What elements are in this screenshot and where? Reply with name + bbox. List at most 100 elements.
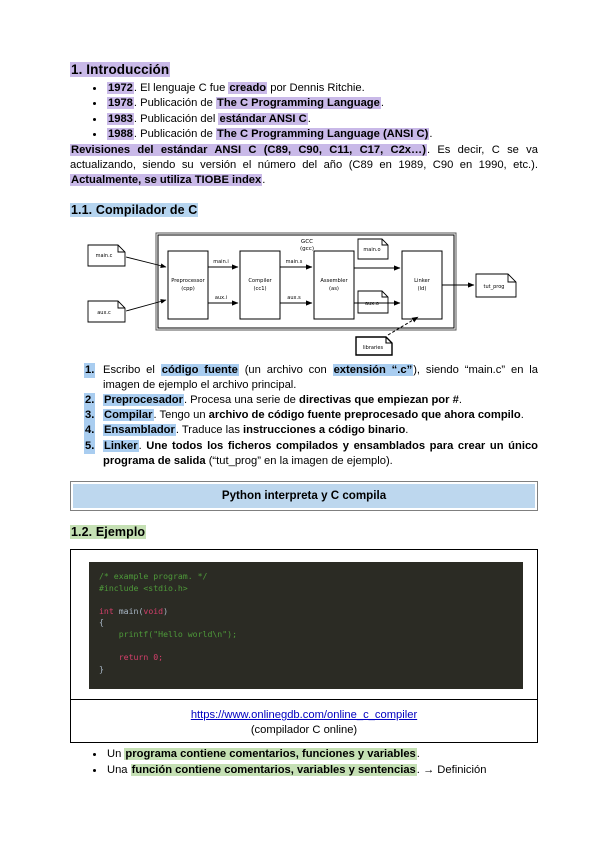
definition-emphasis: programa contiene comentarios, funciones… (124, 748, 417, 761)
compiler-link-row: https://www.onlinegdb.com/online_c_compi… (71, 699, 537, 742)
diagram-input-main-c: main.c (87, 244, 126, 267)
step-text-part: archivo de código fuente preprocesado qu… (208, 409, 521, 422)
diagram-edge-main-i: main.i (213, 259, 228, 265)
step-text-part: Preprocesador (103, 393, 184, 406)
definition-emphasis: función contiene comentarios, variables … (130, 763, 417, 776)
standards-tiobe-emphasis: Actualmente, se utiliza TIOBE index (70, 173, 263, 186)
diagram-object-aux-o: aux.o (357, 290, 389, 314)
section-1-heading: 1. Introducción (70, 62, 538, 77)
diagram-stage-compiler-tool: (cc1) (253, 286, 266, 292)
step-text-part: código fuente (160, 363, 239, 376)
step-number: 4. (84, 423, 96, 439)
callout-box: Python interpreta y C compila (70, 481, 538, 511)
code-keyword-void: void (143, 605, 164, 616)
diagram-stage-compiler: Compiler (cc1) (239, 250, 281, 320)
list-item: 3. Compilar. Tengo un archivo de código f… (84, 408, 538, 424)
history-emphasis: The C Programming Language (ANSI C) (215, 127, 430, 140)
history-emphasis: creado (228, 82, 268, 94)
diagram-object-aux-o-label: aux.o (365, 301, 379, 307)
section-1-1-heading-text: 1.1. Compilador de C (70, 202, 199, 217)
definition-text-part: Una (107, 763, 131, 776)
history-year: 1983 (107, 112, 134, 125)
code-paren-open: ( (138, 605, 144, 616)
step-text-part: Linker (103, 439, 139, 452)
history-year: 1988 (107, 127, 134, 140)
c-compilation-pipeline-diagram: GCC (gcc) main.c aux.c Preprocessor (cpp… (87, 232, 517, 356)
history-text-a: . Publicación de (133, 127, 216, 140)
code-comment-line: /* example program. */ (99, 571, 208, 581)
diagram-stage-linker: Linker (ld) (401, 250, 443, 320)
list-item: 5. Linker. Une todos los ficheros compila… (84, 438, 538, 469)
step-text-part: (un archivo con (238, 363, 333, 376)
history-text-a: . Publicación del (133, 112, 219, 125)
diagram-edge-aux-i: aux.i (215, 295, 227, 301)
code-brace-close: } (99, 663, 104, 674)
step-text-part: . Procesa una serie de (183, 393, 300, 406)
code-paren-close: ) (163, 605, 169, 616)
step-text-part: . (405, 424, 409, 437)
diagram-stage-linker-name: Linker (414, 278, 431, 284)
history-text-b: . (380, 97, 384, 110)
diagram-edge-aux-s: aux.s (287, 295, 301, 301)
standards-revisions-emphasis: Revisiones del estándar ANSI C (C89, C90… (70, 144, 427, 157)
diagram-input-main-c-label: main.c (96, 253, 113, 259)
diagram-stage-assembler-tool: (as) (329, 286, 339, 292)
step-text-part: . Traduce las (175, 424, 244, 437)
code-function-name: main (113, 605, 139, 616)
step-number: 3. (84, 408, 96, 424)
standards-paragraph: Revisiones del estándar ANSI C (C89, C90… (70, 143, 538, 187)
definition-text-part: . (416, 748, 420, 761)
history-text-a: . El lenguaje C fue (133, 82, 229, 94)
online-compiler-link[interactable]: https://www.onlinegdb.com/online_c_compi… (190, 709, 418, 722)
step-text-part: Une todos los ficheros compilados y ensa… (103, 439, 538, 467)
history-year: 1978 (107, 97, 134, 110)
step-text-part: instrucciones a código binario (243, 424, 406, 437)
step-text-part: Compilar (103, 409, 154, 422)
code-brace-open: { (99, 617, 104, 628)
callout-text: Python interpreta y C compila (73, 484, 535, 508)
diagram-libraries-label: libraries (363, 345, 384, 351)
diagram-input-aux-c: aux.c (87, 300, 126, 323)
step-text-part: extensión “.c” (332, 363, 414, 376)
history-text-a: . Publicación de (133, 97, 216, 110)
step-text-part: . (520, 409, 524, 422)
list-item: 1983. Publicación del estándar ANSI C. (105, 112, 538, 127)
list-item: 1.Escribo el código fuente (un archivo c… (84, 362, 538, 393)
step-text-part: . (458, 393, 462, 406)
list-item: 2. Preprocesador. Procesa una serie de di… (84, 392, 538, 409)
diagram-stage-linker-tool: (ld) (418, 286, 427, 292)
step-number: 5. (84, 438, 96, 454)
history-text-b: . (429, 127, 433, 140)
code-printf-line: printf("Hello world\n"); (99, 628, 238, 639)
standards-plain-text: . Es decir, C se va actualizando, siendo… (70, 144, 538, 171)
step-text-part: . (138, 439, 147, 452)
diagram-object-main-o: main.o (357, 238, 389, 260)
diagram-input-aux-c-label: aux.c (97, 310, 111, 316)
step-text-part: . Tengo un (153, 409, 209, 422)
history-text-b: por Dennis Ritchie. (267, 82, 365, 94)
list-item: 1972. El lenguaje C fue creado por Denni… (105, 81, 538, 96)
code-keyword-int: int (99, 605, 114, 616)
step-text-part: Ensamblador (103, 424, 176, 437)
standards-tail: . (262, 173, 266, 186)
list-item: 1988. Publicación de The C Programming L… (105, 127, 538, 142)
definition-text-part: Un (107, 748, 125, 761)
step-text-part: directivas que empiezan por # (299, 393, 459, 406)
diagram-stage-preprocessor-name: Preprocessor (171, 278, 205, 284)
list-item: 4. Ensamblador. Traduce las instrucciones… (84, 423, 538, 439)
section-1-heading-text: 1. Introducción (70, 62, 171, 77)
history-emphasis: estándar ANSI C (218, 112, 308, 125)
example-container: /* example program. */ #include <stdio.h… (70, 549, 538, 744)
diagram-libraries: libraries (355, 335, 393, 356)
history-text-b: . (307, 112, 311, 125)
diagram-stage-compiler-name: Compiler (248, 278, 272, 284)
online-compiler-caption: (compilador C online) (250, 724, 358, 737)
history-emphasis: The C Programming Language (215, 97, 381, 110)
compilation-steps-list: 1.Escribo el código fuente (un archivo c… (70, 362, 538, 469)
diagram-gcc-label-line2: (gcc) (300, 246, 314, 252)
step-number: 2. (84, 392, 96, 409)
diagram-stage-assembler: Assembler (as) (313, 250, 355, 320)
step-text-part: ), siendo “main.c” en la imagen de ejemp… (103, 363, 538, 391)
section-1-2-heading: 1.2. Ejemplo (70, 525, 538, 539)
